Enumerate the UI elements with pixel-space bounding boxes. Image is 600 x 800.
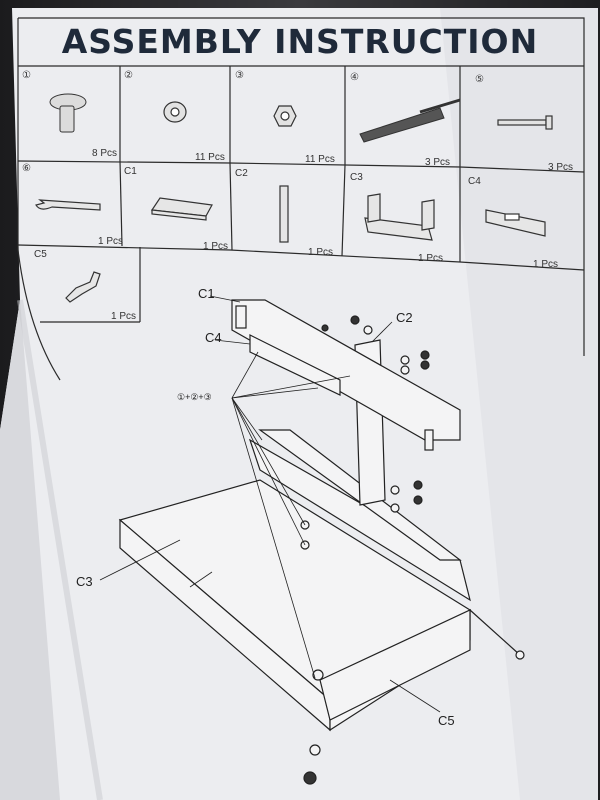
washer-icon	[163, 101, 187, 123]
part-label-2: ②	[124, 70, 133, 81]
bar-c2-icon	[279, 185, 289, 243]
part-qty-5: 3 Pcs	[548, 162, 574, 173]
clip-c5-icon	[65, 271, 101, 303]
part-qty-c1: 1 Pcs	[203, 241, 229, 252]
nut-icon	[273, 105, 297, 127]
wrench-icon	[35, 199, 101, 211]
bracket-c4-icon	[485, 209, 546, 237]
part-qty-6: 1 Pcs	[98, 236, 124, 247]
callout-c2: C2	[396, 310, 413, 325]
part-label-c4: C4	[468, 176, 481, 187]
part-c1	[231, 299, 461, 441]
part-c4	[249, 334, 341, 396]
part-label-3: ③	[235, 70, 244, 81]
part-qty-2: 11 Pcs	[195, 152, 225, 163]
page-title: ASSEMBLY INSTRUCTION	[61, 22, 539, 61]
part-label-5: ⑤	[475, 74, 484, 85]
part-qty-c2: 1 Pcs	[308, 247, 334, 258]
tray-c3-icon	[364, 193, 435, 241]
part-qty-1: 8 Pcs	[92, 148, 118, 159]
callout-c3: C3	[76, 574, 93, 589]
part-label-6: ⑥	[22, 163, 31, 174]
long-bolt-icon	[497, 115, 553, 130]
part-qty-c4: 1 Pcs	[533, 259, 559, 270]
callout-c4: C4	[205, 330, 222, 345]
part-label-c3: C3	[350, 172, 363, 183]
callout-c5: C5	[438, 713, 455, 728]
part-label-4: ④	[350, 72, 359, 83]
callout-c1: C1	[198, 286, 215, 301]
part-qty-c3: 1 Pcs	[418, 253, 444, 264]
part-label-c1: C1	[124, 166, 137, 177]
anchor-screw-icon	[359, 98, 461, 143]
part-qty-4: 3 Pcs	[425, 157, 451, 168]
part-qty-3: 11 Pcs	[305, 154, 335, 165]
assembly-diagram	[118, 299, 525, 785]
part-label-c2: C2	[235, 168, 248, 179]
part-label-c5: C5	[34, 249, 47, 260]
part-qty-c5: 1 Pcs	[111, 311, 137, 322]
part-c5	[319, 609, 471, 721]
bracket-c1-icon	[150, 197, 213, 221]
part-label-1: ①	[22, 70, 31, 81]
bolt-icon	[49, 93, 87, 133]
hardware-combo-label: ①+②+③	[177, 392, 212, 402]
